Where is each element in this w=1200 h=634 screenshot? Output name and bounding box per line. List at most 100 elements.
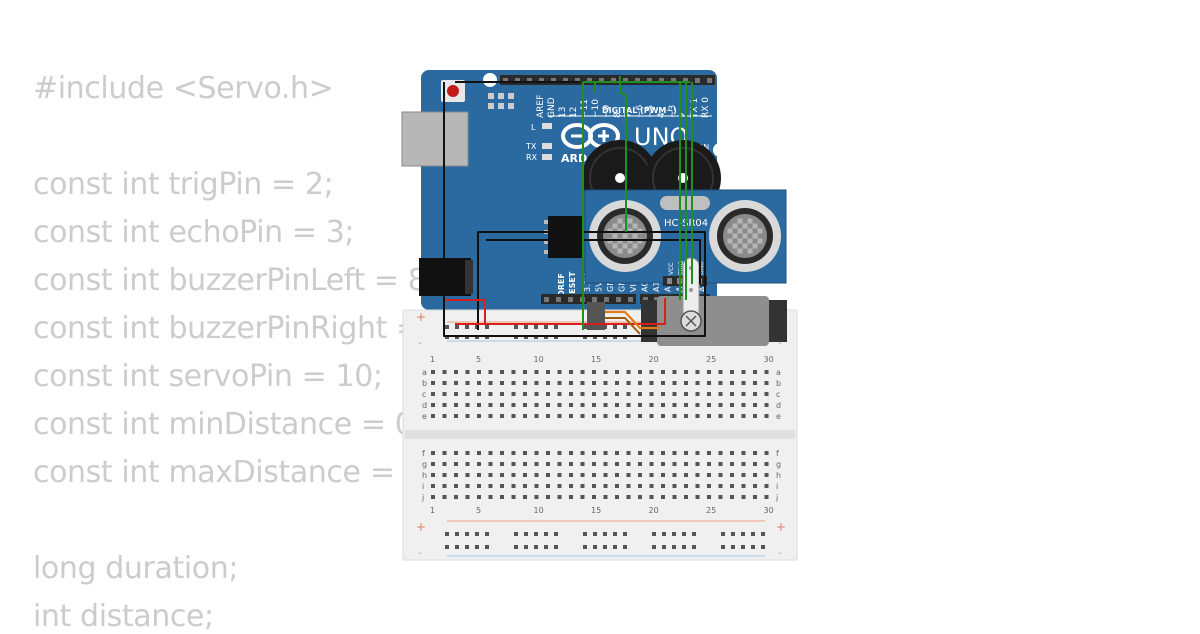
breadboard-hole[interactable] [603,392,608,396]
breadboard-hole[interactable] [684,484,688,488]
header-pin[interactable] [599,78,604,83]
rail-hole[interactable] [741,545,745,549]
breadboard-hole[interactable] [684,451,688,455]
breadboard-hole[interactable] [511,414,516,418]
header-pin[interactable] [527,78,532,83]
sensor-pin[interactable] [667,278,672,284]
header-pin[interactable] [575,78,580,83]
breadboard-hole[interactable] [477,462,481,466]
breadboard-hole[interactable] [672,462,677,466]
breadboard-hole[interactable] [592,484,596,488]
breadboard-hole[interactable] [626,414,631,418]
breadboard-hole[interactable] [764,392,769,396]
breadboard-hole[interactable] [569,403,573,407]
breadboard-hole[interactable] [580,381,585,385]
breadboard-hole[interactable] [603,462,608,466]
breadboard-hole[interactable] [615,414,619,418]
breadboard-hole[interactable] [764,495,769,499]
breadboard-hole[interactable] [626,451,631,455]
breadboard-hole[interactable] [488,403,493,407]
breadboard-hole[interactable] [454,370,458,374]
breadboard-hole[interactable] [431,381,435,385]
breadboard-hole[interactable] [465,370,470,374]
breadboard-hole[interactable] [684,495,688,499]
rail-hole[interactable] [682,545,686,549]
header-pin[interactable] [647,78,652,83]
rail-hole[interactable] [761,545,765,549]
breadboard-hole[interactable] [638,403,642,407]
rail-hole[interactable] [475,545,479,549]
rail-hole[interactable] [514,545,518,549]
header-pin[interactable] [587,78,592,83]
breadboard-hole[interactable] [753,414,757,418]
breadboard-hole[interactable] [569,392,573,396]
breadboard-hole[interactable] [730,392,734,396]
breadboard-hole[interactable] [431,484,435,488]
rail-hole[interactable] [593,532,597,536]
breadboard-hole[interactable] [707,495,711,499]
breadboard-hole[interactable] [672,473,677,477]
breadboard-hole[interactable] [649,473,654,477]
breadboard-hole[interactable] [500,495,504,499]
header-pin[interactable] [556,297,561,302]
rail-hole[interactable] [751,545,755,549]
breadboard-hole[interactable] [730,495,734,499]
breadboard-hole[interactable] [546,403,550,407]
breadboard-hole[interactable] [523,473,527,477]
breadboard-hole[interactable] [626,462,631,466]
breadboard-hole[interactable] [672,381,677,385]
breadboard-hole[interactable] [557,370,562,374]
breadboard-hole[interactable] [592,370,596,374]
breadboard-hole[interactable] [488,495,493,499]
breadboard-hole[interactable] [431,462,435,466]
breadboard-hole[interactable] [649,484,654,488]
header-pin[interactable] [635,78,640,83]
rail-hole[interactable] [544,532,548,536]
rail-hole[interactable] [455,545,459,549]
breadboard-hole[interactable] [488,414,493,418]
header-pin[interactable] [628,297,633,302]
breadboard-hole[interactable] [454,403,458,407]
breadboard-hole[interactable] [615,484,619,488]
breadboard-hole[interactable] [730,473,734,477]
breadboard-hole[interactable] [603,414,608,418]
rail-hole[interactable] [652,545,656,549]
header-pin[interactable] [604,297,609,302]
breadboard-hole[interactable] [649,414,654,418]
breadboard-hole[interactable] [730,403,734,407]
breadboard-hole[interactable] [465,381,470,385]
breadboard-hole[interactable] [546,451,550,455]
breadboard-hole[interactable] [661,484,665,488]
breadboard-hole[interactable] [500,484,504,488]
breadboard-hole[interactable] [695,484,700,488]
breadboard-hole[interactable] [638,495,642,499]
breadboard-hole[interactable] [465,392,470,396]
rail-hole[interactable] [465,545,469,549]
header-pin[interactable] [683,78,688,83]
breadboard-hole[interactable] [661,381,665,385]
rail-hole[interactable] [741,532,745,536]
rail-hole[interactable] [583,325,587,329]
breadboard-hole[interactable] [741,462,746,466]
rail-hole[interactable] [613,325,617,329]
breadboard-hole[interactable] [661,392,665,396]
breadboard-hole[interactable] [672,392,677,396]
rail-hole[interactable] [445,532,449,536]
breadboard-hole[interactable] [454,495,458,499]
breadboard-hole[interactable] [569,370,573,374]
rail-hole[interactable] [554,545,558,549]
breadboard-hole[interactable] [592,381,596,385]
breadboard-hole[interactable] [615,451,619,455]
breadboard-hole[interactable] [569,414,573,418]
breadboard-hole[interactable] [741,381,746,385]
breadboard-hole[interactable] [511,451,516,455]
reset-button[interactable] [447,85,459,97]
breadboard-hole[interactable] [488,484,493,488]
breadboard-hole[interactable] [580,495,585,499]
breadboard-hole[interactable] [488,392,493,396]
breadboard-hole[interactable] [753,392,757,396]
breadboard-hole[interactable] [764,462,769,466]
breadboard-hole[interactable] [431,451,435,455]
breadboard-hole[interactable] [649,381,654,385]
breadboard-hole[interactable] [672,484,677,488]
